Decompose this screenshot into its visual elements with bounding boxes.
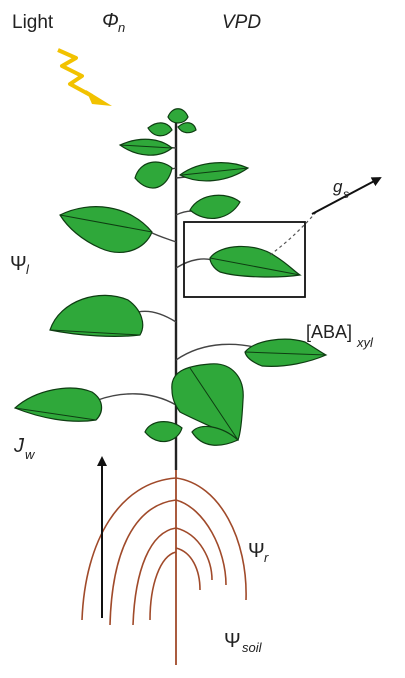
highlight-box xyxy=(183,221,306,298)
vein xyxy=(49,329,141,336)
root-line xyxy=(109,499,177,626)
leaf xyxy=(13,387,103,422)
root-line xyxy=(175,527,213,581)
label-aba-main: [ABA] xyxy=(306,322,352,342)
root-line xyxy=(132,527,177,626)
label-light: Light xyxy=(12,12,54,33)
label-psi-root-sub: r xyxy=(264,550,269,565)
leaf xyxy=(177,122,197,134)
label-jw-sub: w xyxy=(25,447,36,462)
label-gs-sub: s xyxy=(343,187,349,201)
lightning-bolt-icon xyxy=(57,48,112,106)
leaf-veins xyxy=(14,144,327,441)
leaf xyxy=(147,122,173,137)
leaf xyxy=(49,294,144,337)
leaf xyxy=(144,421,183,443)
root-line xyxy=(149,551,177,621)
petiole xyxy=(97,393,177,406)
leaf xyxy=(167,108,189,124)
petiole xyxy=(175,258,213,269)
label-gs-main: g xyxy=(333,177,343,196)
label-jw: J w xyxy=(13,435,36,462)
root-line xyxy=(175,499,227,586)
root-line xyxy=(175,477,247,601)
label-phi: Φ n xyxy=(102,10,125,35)
root-system xyxy=(81,465,247,665)
root-line xyxy=(81,477,177,621)
label-aba: [ABA] xyl xyxy=(306,322,374,350)
vein xyxy=(119,144,173,149)
root-line xyxy=(175,547,201,591)
label-psi-root: Ψ r xyxy=(248,540,269,565)
label-vpd: VPD xyxy=(222,12,261,33)
vein xyxy=(189,367,239,441)
vein xyxy=(209,257,301,276)
petiole xyxy=(137,310,177,323)
label-phi-sub: n xyxy=(118,20,125,35)
label-jw-main: J xyxy=(13,435,25,457)
label-aba-sub: xyl xyxy=(356,335,374,350)
leaves xyxy=(13,108,328,446)
label-psi-leaf-main: Ψ xyxy=(10,253,27,275)
label-psi-soil-main: Ψ xyxy=(224,630,241,652)
label-psi-soil: Ψ soil xyxy=(224,630,263,655)
label-psi-leaf: Ψ l xyxy=(10,253,30,277)
arrow-up-right-icon xyxy=(311,177,382,215)
vein xyxy=(14,407,97,421)
vein xyxy=(244,351,327,356)
label-psi-soil-sub: soil xyxy=(242,640,263,655)
vein xyxy=(181,167,249,176)
petiole xyxy=(149,231,177,243)
label-psi-root-main: Ψ xyxy=(248,540,265,562)
label-phi-main: Φ xyxy=(102,10,119,32)
leaf xyxy=(59,206,153,253)
vein xyxy=(59,214,153,233)
leaf xyxy=(189,194,241,219)
leaf xyxy=(134,161,173,189)
vapor-path xyxy=(269,209,319,256)
label-gs: g s xyxy=(333,177,349,201)
label-psi-leaf-sub: l xyxy=(26,262,30,277)
